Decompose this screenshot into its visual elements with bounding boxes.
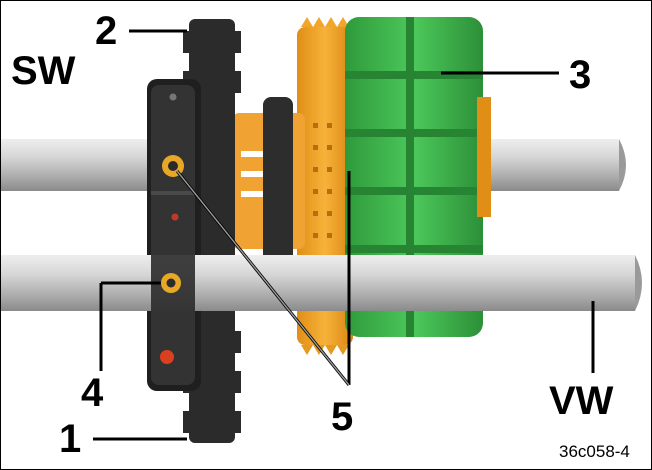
coupling-hub bbox=[233, 97, 305, 267]
label-vw: VW bbox=[549, 379, 614, 423]
callout-4: 4 bbox=[81, 371, 104, 415]
callout-1: 1 bbox=[59, 417, 82, 461]
label-sw: SW bbox=[11, 49, 76, 93]
lower-shaft bbox=[1, 255, 642, 311]
callout-3: 3 bbox=[569, 53, 592, 97]
callout-2: 2 bbox=[95, 9, 118, 53]
callout-5: 5 bbox=[331, 395, 354, 439]
reference-code: 36c058-4 bbox=[559, 442, 630, 461]
